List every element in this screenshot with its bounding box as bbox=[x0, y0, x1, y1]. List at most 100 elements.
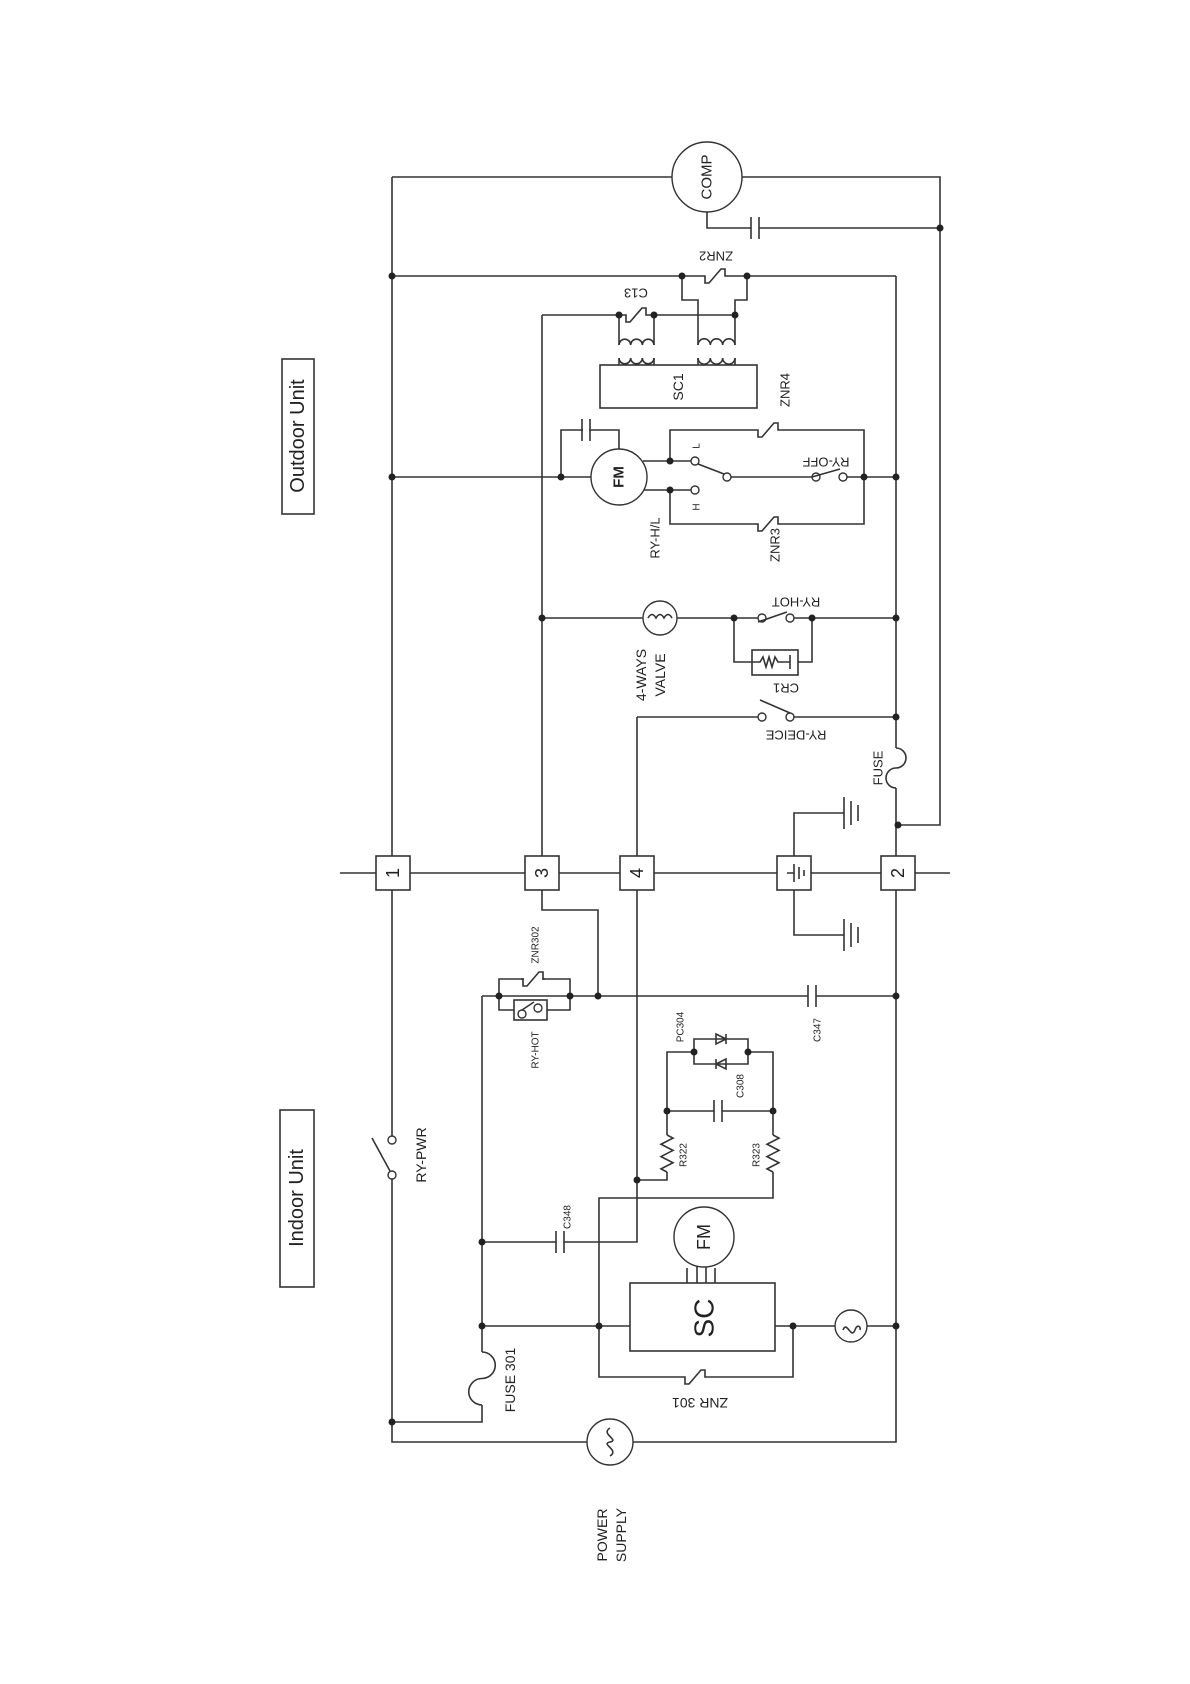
junction-dot bbox=[478, 1238, 486, 1246]
sc1-label: SC1 bbox=[670, 373, 686, 400]
contact-l-label: L bbox=[692, 443, 703, 449]
terminal-3 bbox=[524, 855, 560, 891]
junction-dot bbox=[892, 614, 900, 622]
contact-l bbox=[690, 456, 700, 466]
wire bbox=[681, 276, 699, 340]
junction-dot bbox=[769, 1107, 777, 1115]
junction-dot bbox=[633, 1176, 641, 1184]
junction-dot bbox=[595, 1322, 603, 1330]
c13-coil-secondary bbox=[618, 357, 655, 365]
junction-dot bbox=[730, 614, 738, 622]
sc-controller-box bbox=[629, 1282, 776, 1352]
indoor-unit-title: Indoor Unit bbox=[286, 1149, 308, 1247]
fm-capacitor bbox=[581, 419, 591, 441]
terminal-2 bbox=[880, 855, 916, 891]
terminal-label: 4 bbox=[627, 868, 647, 878]
comp-capacitor bbox=[750, 217, 760, 239]
wire bbox=[693, 1052, 749, 1065]
compressor-motor-icon bbox=[671, 141, 743, 213]
znr301-varistor bbox=[683, 1369, 707, 1385]
ry-deice-label: RY-DEICE bbox=[765, 728, 826, 743]
wire bbox=[541, 890, 599, 996]
wire bbox=[734, 276, 748, 340]
ry-off-label: RY-OFF bbox=[802, 455, 849, 470]
ry-hot-indoor-blade bbox=[521, 1001, 535, 1011]
wire bbox=[547, 996, 571, 1011]
junction-dot bbox=[744, 1048, 752, 1056]
ground-icon bbox=[843, 919, 859, 951]
ry-hot-indoor-contact bbox=[533, 1003, 543, 1013]
terminal-label: 1 bbox=[383, 868, 403, 878]
junction-dot bbox=[663, 1107, 671, 1115]
wire bbox=[742, 176, 941, 826]
junction-dot bbox=[894, 821, 902, 829]
cr1-label: CR1 bbox=[773, 681, 799, 696]
ry-deice-blade bbox=[759, 699, 791, 714]
pc304-diode-1 bbox=[715, 1032, 728, 1046]
junction-dot bbox=[538, 614, 546, 622]
ac-sine-icon bbox=[606, 1427, 614, 1457]
ry-hot-contact bbox=[785, 613, 795, 623]
ry-pwr-contact bbox=[387, 1170, 397, 1180]
c308-label: C308 bbox=[736, 1074, 747, 1098]
fuse301-icon bbox=[467, 1351, 497, 1406]
junction-dot bbox=[743, 272, 751, 280]
wire bbox=[748, 1051, 774, 1135]
wire bbox=[637, 1172, 668, 1181]
fuse301-label: FUSE 301 bbox=[502, 1347, 518, 1412]
junction-dot bbox=[594, 992, 602, 1000]
ry-off-blade bbox=[811, 468, 841, 478]
znr2-coil-secondary bbox=[697, 357, 736, 365]
wire bbox=[669, 429, 756, 461]
ry-deice-contact bbox=[785, 712, 795, 722]
junction-dot bbox=[650, 311, 658, 319]
junction-dot bbox=[666, 457, 674, 465]
wire bbox=[780, 429, 865, 477]
znr3-label: ZNR3 bbox=[768, 528, 783, 562]
wire bbox=[798, 618, 813, 663]
wire bbox=[707, 1326, 794, 1378]
znr302-varistor bbox=[521, 971, 545, 987]
junction-dot bbox=[388, 1418, 396, 1426]
r322-resistor bbox=[659, 1134, 675, 1173]
junction-dot bbox=[892, 473, 900, 481]
wire bbox=[564, 890, 638, 1243]
junction-dot bbox=[892, 1322, 900, 1330]
ry-hot-blade bbox=[757, 611, 788, 623]
znr2-varistor bbox=[703, 268, 727, 284]
wire bbox=[733, 618, 752, 663]
ry-deice-contact bbox=[757, 712, 767, 722]
indoor-fm-label: FM bbox=[694, 1224, 714, 1250]
r322-label: R322 bbox=[679, 1143, 690, 1167]
ground-icon bbox=[843, 797, 859, 829]
c347-capacitor bbox=[807, 985, 817, 1007]
wire bbox=[780, 477, 865, 525]
junction-dot bbox=[936, 224, 944, 232]
thermal-fuse-icon bbox=[834, 1309, 868, 1343]
ry-pwr-blade bbox=[371, 1137, 391, 1172]
ry-hot-indoor-contact bbox=[517, 1009, 527, 1019]
valve-label-line2: VALVE bbox=[652, 653, 668, 696]
junction-dot bbox=[860, 473, 868, 481]
ry-pwr-label: RY-PWR bbox=[413, 1127, 429, 1182]
r323-resistor bbox=[765, 1134, 781, 1173]
znr2-label: ZNR2 bbox=[699, 249, 733, 264]
ry-hl-label: RY-H/L bbox=[648, 517, 663, 558]
outdoor-unit-title: Outdoor Unit bbox=[287, 379, 309, 493]
wire bbox=[793, 812, 844, 856]
comp-label: COMP bbox=[699, 155, 716, 200]
c13-label: C13 bbox=[624, 286, 648, 301]
wire bbox=[391, 1175, 588, 1443]
znr302-label: ZNR302 bbox=[531, 926, 542, 964]
junction-dot bbox=[808, 614, 816, 622]
outdoor-fm-label: FM bbox=[611, 466, 628, 488]
ry-hot-outdoor-label: RY-HOT bbox=[772, 595, 820, 610]
ry-hl-blade bbox=[697, 463, 725, 475]
contact-h bbox=[690, 485, 700, 495]
junction-dot bbox=[388, 473, 396, 481]
wire bbox=[542, 978, 571, 996]
znr301-label: ZNR 301 bbox=[672, 1395, 728, 1411]
pc304-label: PC304 bbox=[676, 1011, 687, 1042]
indoor-unit-title-box bbox=[279, 1109, 315, 1288]
